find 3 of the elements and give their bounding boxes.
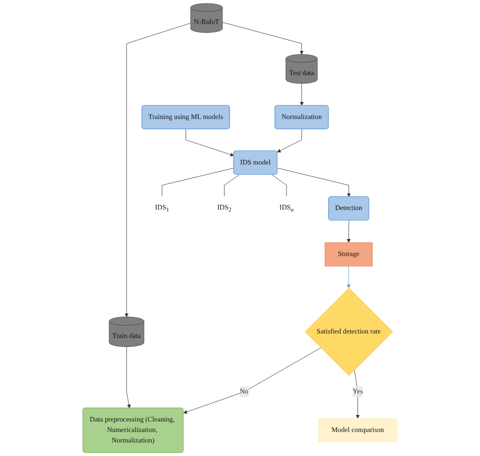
connector: [272, 174, 287, 196]
connector: [224, 174, 240, 196]
connector: [162, 168, 234, 196]
